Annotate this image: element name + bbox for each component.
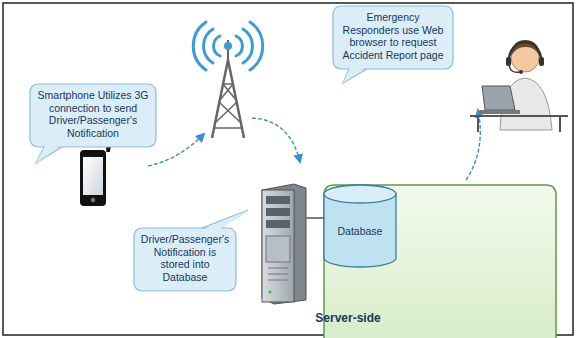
flow-arrow <box>148 110 480 180</box>
callout-text: Emergency Responders use Web browser to … <box>339 11 447 61</box>
callout-text: Smartphone Utilizes 3G connection to sen… <box>36 89 150 139</box>
responder-icon <box>470 40 568 132</box>
panel-title: Server-side <box>315 311 380 325</box>
callout-bubble: Emergency Responders use Web browser to … <box>333 6 453 69</box>
server-icon <box>262 184 306 304</box>
callout-bubble: Smartphone Utilizes 3G connection to sen… <box>30 84 156 147</box>
callout-text: Driver/Passenger's Notification is store… <box>140 233 230 283</box>
database-label: Database <box>338 225 383 238</box>
callout-bubble: Driver/Passenger's Notification is store… <box>134 228 236 291</box>
cell-tower-icon <box>193 22 262 138</box>
server-link <box>306 217 324 219</box>
database-cylinder: Database <box>324 185 396 267</box>
server-side-panel: DatabaseServer-side <box>232 165 464 330</box>
